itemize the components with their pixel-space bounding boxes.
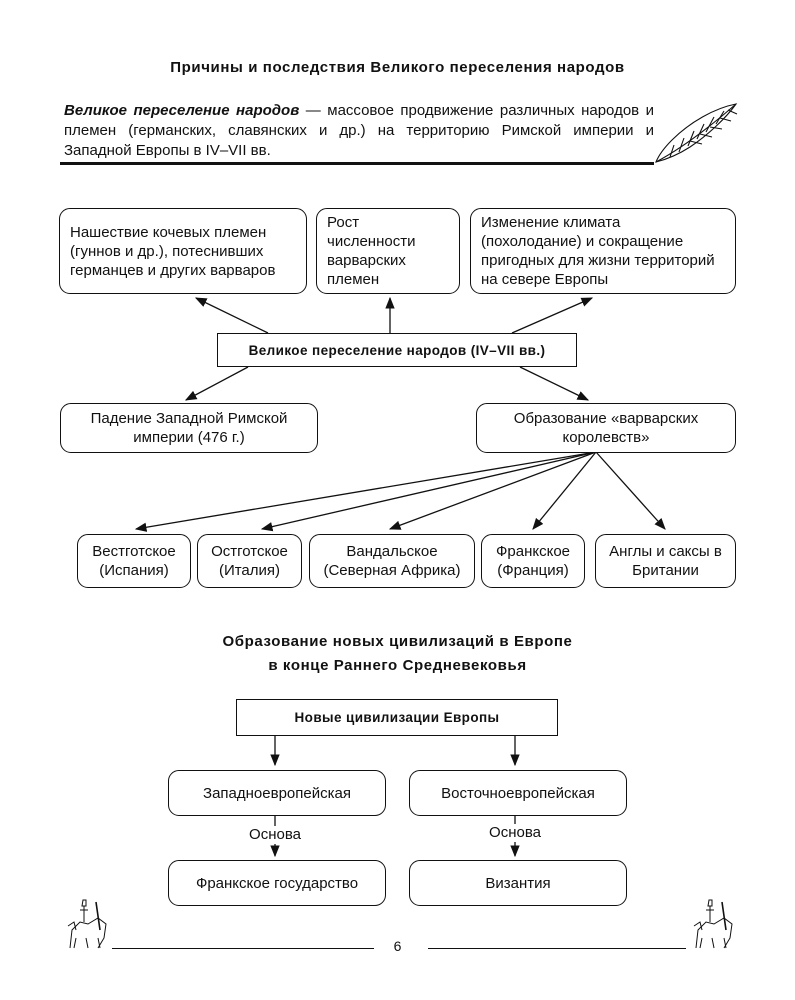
section-title: Причины и последствия Великого переселен… — [170, 59, 625, 76]
basis-box-byzantium: Византия — [409, 860, 627, 906]
arrow-to-cause-1 — [194, 297, 269, 334]
arrow-to-kingdom-5 — [595, 451, 666, 530]
consequence-box-barbarian-kingdoms: Образование «варварских королевств» — [476, 403, 736, 453]
arrow-to-consequence-2 — [519, 366, 590, 401]
basis-label-western: Основа — [249, 826, 301, 843]
knight-icon — [67, 899, 107, 949]
section-title-line-2: в конце Раннего Средневековья — [268, 657, 527, 674]
definition-body: — массовое продвижение различных народов… — [64, 102, 655, 159]
kingdom-box-ostrogothic: Остготское (Италия) — [197, 534, 302, 588]
kingdom-box-angles-saxons: Англы и саксы в Британии — [595, 534, 736, 588]
civilization-box-eastern: Восточноевропейская — [409, 770, 627, 816]
arrow-to-kingdom-3 — [388, 451, 597, 530]
quill-icon — [655, 103, 738, 163]
arrow-to-kingdom-2 — [260, 451, 597, 532]
section-title-line-1: Образование новых цивилизаций в Европе — [222, 633, 573, 650]
consequence-box-fall-of-rome: Падение Западной Римской империи (476 г.… — [60, 403, 318, 453]
arrow-to-cause-3 — [511, 297, 594, 334]
cause-box-nomads: Нашествие кочевых племен (гуннов и др.),… — [59, 208, 307, 294]
kingdom-box-vandal: Вандальское (Северная Африка) — [309, 534, 475, 588]
knight-icon — [693, 899, 733, 949]
central-migration-box: Великое переселение народов (IV–VII вв.) — [217, 333, 577, 367]
basis-box-frankish-state: Франкское государство — [168, 860, 386, 906]
page-number: 6 — [393, 938, 402, 954]
kingdom-box-frankish: Франкское (Франция) — [481, 534, 585, 588]
arrow-to-consequence-1 — [184, 366, 249, 401]
cause-box-climate: Изменение климата (похолодание) и сокращ… — [470, 208, 736, 294]
new-civilizations-box: Новые цивилизации Европы — [236, 699, 558, 736]
definition-term: Великое переселение народов — [64, 102, 300, 119]
arrow-to-kingdom-1 — [134, 451, 597, 532]
arrow-to-kingdom-4 — [532, 451, 597, 530]
definition-text: Великое переселение народов — массовое п… — [64, 101, 654, 161]
definition-underline — [60, 162, 654, 165]
kingdom-box-visigothic: Вестготское (Испания) — [77, 534, 191, 588]
cause-box-population: Рост численности варварских племен — [316, 208, 460, 294]
civilization-box-western: Западноевропейская — [168, 770, 386, 816]
footer-rule-left — [112, 948, 374, 949]
footer-rule-right — [428, 948, 686, 949]
basis-label-eastern: Основа — [489, 824, 541, 841]
